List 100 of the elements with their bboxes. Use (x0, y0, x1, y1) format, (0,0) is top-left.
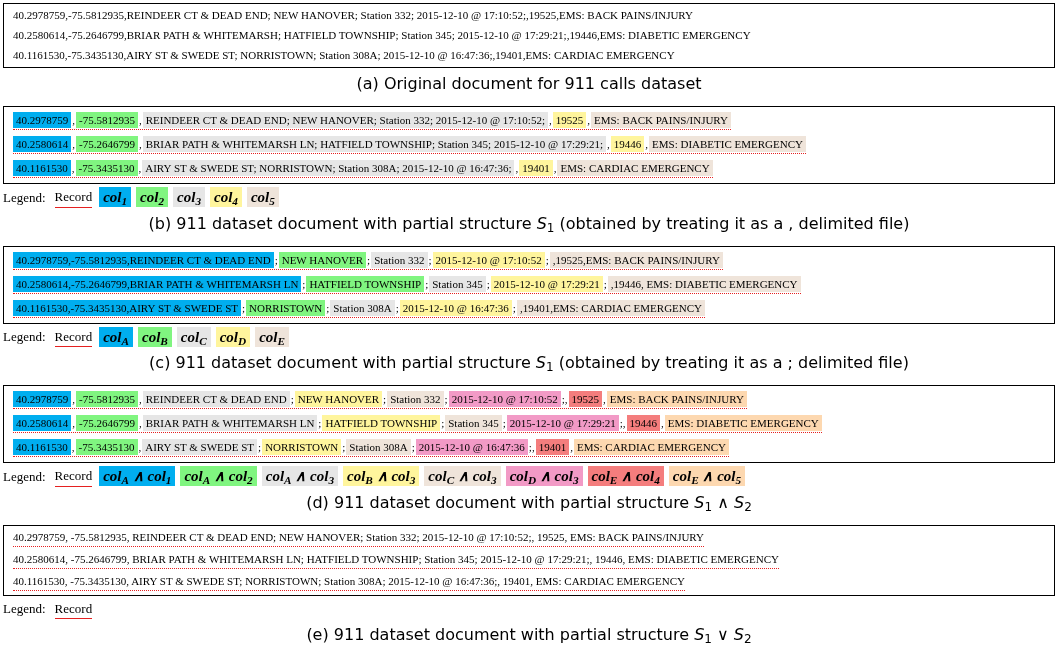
record-line (13, 275, 801, 294)
delimiter: ;, (618, 416, 627, 431)
legend-swatch: col$_{D}$ ∧ col$_{3}$ (505, 466, 583, 487)
highlighted-field: 19525 (568, 391, 602, 407)
delimiter: ; (511, 300, 517, 316)
delimiter: ; (341, 440, 347, 455)
legend-swatch: col$_{B}$ (138, 326, 172, 347)
highlighted-field: 19525 (552, 112, 587, 128)
highlighted-field: NORRISTOWN (262, 439, 342, 455)
highlighted-field: 40.1161530 (13, 160, 71, 176)
highlighted-field: EMS: CARDIAC EMERGENCY (573, 439, 730, 455)
subfigure-caption: (b) 911 dataset document with partial structure S$_{1}$ (obtained by treating it as a , delimited file) (148, 213, 910, 234)
subfigure-caption: (e) 911 dataset document with partial structure S$_{1}$ ∨ S$_{2}$ (306, 625, 752, 645)
record-line: 40.2978759, -75.5812935, REINDEER CT & DEAD END; NEW HANOVER; Station 332; 2015-12-10 @ 17:10:52;, 19525, EMS: BACK PAINS/INJURY (13, 529, 705, 547)
legend-swatch: col$_{C}$ ∧ col$_{3}$ (424, 466, 501, 487)
highlighted-field: -75.3435130 (75, 160, 138, 176)
legend-swatch: col$_{2}$ (136, 187, 169, 208)
highlighted-field: HATFIELD TOWNSHIP (306, 275, 425, 292)
delimiter: ; (241, 300, 247, 316)
delimiter: , (660, 416, 665, 431)
legend-swatch: col$_{A}$ ∧ col$_{2}$ (180, 466, 257, 487)
document-line: 40.2580614,-75.2646799,BRIAR PATH & WHITEMARSH; HATFIELD TOWNSHIP; Station 345; 2015-12-10 @ 17:29:21;,19446,EMS: DIABETIC EMERGENCY (13, 28, 751, 43)
delimiter: , (137, 416, 143, 431)
delimiter: , (71, 113, 76, 128)
highlighted-field: -75.5812935 (76, 391, 138, 407)
delimiter: ; (325, 300, 331, 316)
highlighted-field: Station 345 (429, 275, 486, 292)
highlighted-field: 40.1161530,-75.3435130,AIRY ST & SWEDE ST (13, 299, 242, 316)
record-line (13, 160, 713, 178)
delimiter: , (137, 137, 143, 152)
delimiter: ; (257, 440, 263, 455)
delimiter: , (586, 113, 591, 128)
delimiter: , (644, 137, 650, 152)
document-line: 40.2978759,-75.5812935,REINDEER CT & DEAD END; NEW HANOVER; Station 332; 2015-12-10 @ 17:10:52;,19525,EMS: BACK PAINS/INJURY (13, 8, 694, 23)
delimiter: , (569, 440, 574, 455)
highlighted-field: AIRY ST & SWEDE ST; NORRISTOWN; Station 308A; 2015-12-10 @ 16:47:36; (142, 160, 515, 176)
document-panel (3, 524, 1055, 596)
delimiter: , (137, 392, 143, 407)
record-line (13, 391, 747, 409)
delimiter: ; (394, 300, 400, 316)
subfigure-caption: (d) 911 dataset document with partial structure S$_{1}$ ∧ S$_{2}$ (306, 492, 752, 513)
highlighted-field: BRIAR PATH & WHITEMARSH LN; HATFIELD TOWNSHIP; Station 345; 2015-12-10 @ 17:29:21; (142, 136, 607, 152)
legend-record-sample: Record (54, 598, 93, 619)
highlighted-field: 40.2580614,-75.2646799,BRIAR PATH & WHITEMARSH LN (13, 275, 302, 292)
highlighted-field: Station 332 (387, 391, 444, 407)
delimiter: ;, (560, 392, 569, 407)
delimiter: ; (301, 276, 307, 292)
highlighted-field: BRIAR PATH & WHITEMARSH LN (142, 415, 318, 431)
highlighted-field: ,19446, EMS: DIABETIC EMERGENCY (607, 275, 801, 292)
highlighted-field: REINDEER CT & DEAD END (142, 391, 290, 407)
legend-swatch: col$_{D}$ (215, 326, 251, 347)
highlighted-field: 19446 (626, 415, 661, 431)
highlighted-field: 40.2978759 (13, 112, 72, 128)
legend-swatch: col$_{A}$ ∧ col$_{1}$ (99, 466, 176, 487)
highlighted-field: 2015-12-10 @ 16:47:36 (415, 439, 528, 455)
document-line: 40.1161530,-75.3435130,AIRY ST & SWEDE ST; NORRISTOWN; Station 308A; 2015-12-10 @ 16:47:36;,19401,EMS: CARDIAC EMERGENCY (13, 48, 675, 63)
delimiter: , (602, 392, 607, 407)
highlighted-field: REINDEER CT & DEAD END; NEW HANOVER; Station 332; 2015-12-10 @ 17:10:52; (142, 112, 548, 128)
delimiter: ; (382, 392, 388, 407)
delimiter: , (71, 416, 76, 431)
highlighted-field: Station 308A (346, 439, 411, 455)
highlighted-field: 2015-12-10 @ 16:47:36 (399, 299, 512, 316)
legend-swatch: col$_{E}$ ∧ col$_{5}$ (668, 466, 746, 487)
delimiter: , (137, 161, 143, 176)
legend-swatch: col$_{A}$ ∧ col$_{3}$ (261, 466, 339, 487)
highlighted-field: 2015-12-10 @ 17:10:52 (448, 391, 561, 407)
highlighted-field: ,19401,EMS: CARDIAC EMERGENCY (516, 299, 705, 316)
highlighted-field: -75.2646799 (76, 415, 138, 431)
delimiter: ; (289, 392, 295, 407)
delimiter: , (137, 113, 143, 128)
legend-record-sample: Record (54, 326, 93, 347)
legend-heading: Legend: (3, 467, 46, 486)
delimiter: , (547, 113, 553, 128)
highlighted-field: -75.3435130 (75, 439, 138, 455)
legend-swatch: col$_{3}$ (173, 187, 205, 208)
record-line (13, 112, 732, 130)
highlighted-field: -75.5812935 (76, 112, 138, 128)
delimiter: ; (501, 416, 507, 431)
highlighted-field: Station 308A (330, 299, 395, 316)
delimiter: , (137, 440, 143, 455)
legend-heading: Legend: (3, 188, 46, 207)
document-panel (3, 106, 1055, 184)
record-line: 40.1161530, -75.3435130, AIRY ST & SWEDE ST; NORRISTOWN; Station 308A; 2015-12-10 @ 16:47:36;, 19401, EMS: CARDIAC EMERGENCY (13, 573, 685, 591)
delimiter: ; (424, 276, 430, 292)
delimiter: ; (366, 252, 372, 268)
record-line: 40.2580614, -75.2646799, BRIAR PATH & WHITEMARSH LN; HATFIELD TOWNSHIP; Station 345; 2015-12-10 @ 17:29:21;, 19446, EMS: DIABETIC EMERGENCY (13, 551, 779, 569)
highlighted-field: NEW HANOVER (294, 391, 383, 407)
subfigure-caption: (a) Original document for 911 calls dataset (356, 74, 702, 94)
delimiter: , (70, 161, 76, 176)
highlighted-field: -75.2646799 (76, 136, 138, 152)
highlighted-field: 19446 (610, 136, 645, 152)
delimiter: ; (443, 392, 449, 407)
document-panel (3, 245, 1055, 324)
subfigure-caption: (c) 911 dataset document with partial structure S$_{1}$ (obtained by treating it as a ; delimited file) (149, 353, 909, 373)
delimiter: , (606, 137, 611, 152)
record-line (13, 415, 822, 433)
highlighted-field: ,19525,EMS: BACK PAINS/INJURY (549, 251, 723, 268)
legend-swatch: col$_{A}$ (99, 326, 133, 347)
delimiter: ; (544, 252, 550, 268)
delimiter: ; (602, 276, 608, 292)
